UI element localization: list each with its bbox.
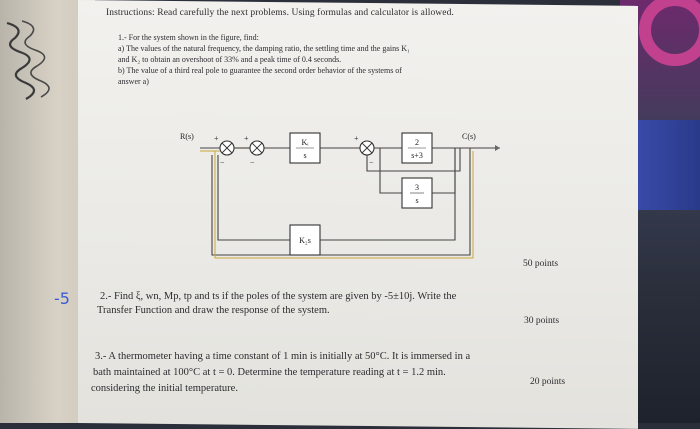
purple-object: [639, 0, 700, 66]
block-k2s-label: K₂s: [299, 236, 311, 245]
block-plant-numerator: 2: [415, 138, 419, 147]
input-label: R(s): [180, 132, 194, 141]
block-k2s: [289, 224, 321, 256]
output-label: C(s): [462, 132, 476, 141]
problem1-line3: and K₂ to obtain an overshoot of 33% and…: [118, 55, 342, 64]
block-ki-denominator: s: [303, 151, 306, 160]
svg-text:-5: -5: [54, 289, 70, 308]
handwritten-annotation: -5: [54, 289, 70, 308]
minus-sign-2: −: [250, 158, 255, 167]
instructions-text: Instructions: Read carefully the next pr…: [106, 8, 454, 18]
plus-sign-2: +: [244, 134, 249, 143]
problem3-line3: considering the initial temperature.: [91, 383, 238, 394]
minus-sign-1: −: [220, 158, 225, 167]
problem1-points: 50 points: [523, 259, 559, 269]
problem2-line1: 2.- Find ξ, wn, Mp, tp and ts if the pol…: [100, 291, 457, 302]
block-plant-denominator: s+3: [411, 151, 423, 160]
block-integrator-denominator: s: [415, 196, 418, 205]
problem1-line5: answer a): [118, 77, 149, 86]
problem2-points: 30 points: [524, 316, 560, 326]
notebook-spiral: [6, 20, 50, 100]
problem1-line4: b) The value of a third real pole to gua…: [118, 66, 402, 75]
block-diagram: Kᵢ s 2 s+3 3 s K₂s R(s) C(s) + − + − + −: [180, 132, 500, 259]
block-ki-numerator: Kᵢ: [301, 138, 309, 147]
plus-sign-1: +: [214, 134, 219, 143]
problem2-line2: Transfer Function and draw the response …: [97, 305, 330, 316]
problem1-line1: 1.- For the system shown in the figure, …: [118, 33, 259, 42]
block-ki: [289, 132, 321, 164]
block-integrator-numerator: 3: [415, 183, 419, 192]
minus-sign-3: −: [369, 158, 374, 167]
plus-sign-3: +: [354, 134, 359, 143]
problem3-line1: 3.- A thermometer having a time constant…: [95, 351, 471, 362]
problem3-points: 20 points: [530, 377, 566, 387]
problem1-line2: a) The values of the natural frequency, …: [118, 44, 410, 53]
problem3-line2: bath maintained at 100°C at t = 0. Deter…: [93, 367, 446, 378]
